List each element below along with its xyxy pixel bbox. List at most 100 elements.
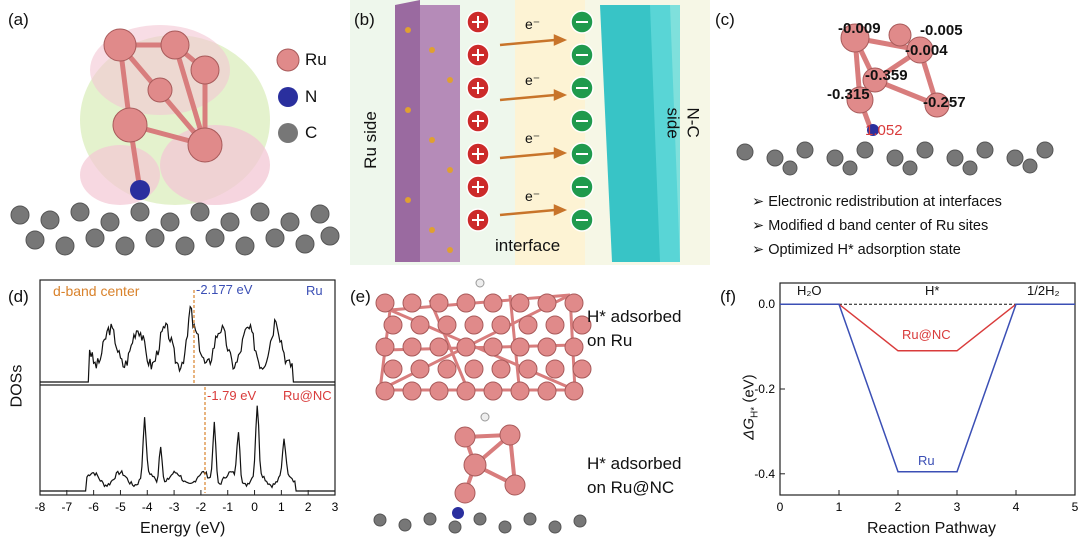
x-tick-label: 3 <box>954 500 961 514</box>
x-tick-label: -1 <box>222 500 233 514</box>
interface-schematic <box>350 0 710 265</box>
legend-n: N <box>305 87 318 106</box>
ru-atom <box>510 337 530 357</box>
ru-atom <box>402 381 422 401</box>
ru-atom <box>537 293 557 313</box>
panel-label-e: (e) <box>350 287 371 306</box>
ru-dos-name: Ru <box>306 283 323 298</box>
ru-atom <box>429 381 449 401</box>
charge-label: -0.315 <box>827 86 870 103</box>
x-tick-label: 5 <box>1072 500 1079 514</box>
x-tick-label: 0 <box>777 500 784 514</box>
caption-line: H* adsorbed <box>587 307 682 326</box>
y-tick-label: 0.0 <box>758 297 775 311</box>
caption-line: H* adsorbed <box>587 454 682 473</box>
ru-atom <box>429 337 449 357</box>
state-label-hstar: H* <box>925 283 940 298</box>
legend-ru: Ru <box>305 50 327 69</box>
ru-atom <box>383 359 403 379</box>
dband-center-label: d-band center <box>53 283 140 299</box>
caption-h-on-runc: H* adsorbed on Ru@NC <box>587 452 682 500</box>
series-label-runc: Ru@NC <box>902 327 951 342</box>
charge-label: -0.009 <box>838 20 881 37</box>
x-tick-label: 4 <box>1013 500 1020 514</box>
x-tick-label: 1 <box>278 500 285 514</box>
negative-charge-icon <box>570 76 594 100</box>
electron-label-4: e⁻ <box>525 188 541 204</box>
x-tick-label: -3 <box>169 500 180 514</box>
key-point: Modified d band center of Ru sites <box>752 214 1002 238</box>
ru-atom <box>545 359 565 379</box>
ru-atom <box>510 381 530 401</box>
ru-atom <box>564 337 584 357</box>
ru-atom <box>491 315 511 335</box>
charge-label: -0.359 <box>865 67 908 84</box>
ru-atom <box>510 293 530 313</box>
key-points-list: Electronic redistribution at interfaces … <box>752 190 1002 262</box>
nc-side-label: N-C side <box>663 107 703 139</box>
n-charge-label: 1.052 <box>865 122 903 139</box>
ru-atom <box>437 359 457 379</box>
negative-charge-icon <box>570 43 594 67</box>
ru-atom <box>483 337 503 357</box>
panel-label-b: (b) <box>354 10 375 29</box>
panel-label-a: (a) <box>8 10 29 29</box>
negative-charge-icon <box>570 175 594 199</box>
panel-a: (a) <box>0 0 345 265</box>
caption-h-on-ru: H* adsorbed on Ru <box>587 305 682 353</box>
ru-atom <box>402 337 422 357</box>
ru-atom <box>483 293 503 313</box>
ru-atom <box>456 381 476 401</box>
electron-label-3: e⁻ <box>525 130 541 146</box>
charge-label: -0.257 <box>923 94 966 111</box>
positive-charge-icon <box>466 76 490 100</box>
ru-atom <box>572 315 592 335</box>
series-line-ru <box>780 303 1075 473</box>
x-tick-label: -6 <box>88 500 99 514</box>
electron-label-1: e⁻ <box>525 16 541 32</box>
positive-charge-icon <box>466 10 490 34</box>
electron-label-2: e⁻ <box>525 72 541 88</box>
ru-atom <box>518 359 538 379</box>
positive-charge-icon <box>466 208 490 232</box>
key-point: Electronic redistribution at interfaces <box>752 190 1002 214</box>
ru-atom <box>537 381 557 401</box>
ru-cluster-charge-density-image <box>10 25 340 256</box>
ru-nc-cluster-image <box>736 23 1054 176</box>
legend-c: C <box>305 123 318 142</box>
panel-label-f: (f) <box>720 287 737 306</box>
ru-atom <box>491 359 511 379</box>
positive-charge-icon <box>466 109 490 133</box>
series-label-ru: Ru <box>918 453 935 468</box>
x-tick-label: 0 <box>251 500 258 514</box>
ru-atom <box>545 315 565 335</box>
ru-atom <box>375 337 395 357</box>
interface-label: interface <box>495 236 561 255</box>
dos-xlabel: Energy (eV) <box>140 520 226 537</box>
ru-atom <box>518 315 538 335</box>
f-ylabel-unit: (eV) <box>740 374 758 407</box>
ru-atom <box>464 359 484 379</box>
ru-atom <box>402 293 422 313</box>
ru-atom <box>572 359 592 379</box>
y-tick-label: -0.2 <box>754 382 775 396</box>
state-label-h2: 1/2H₂ <box>1027 283 1060 298</box>
negative-charge-icon <box>570 208 594 232</box>
ru-atom <box>464 315 484 335</box>
ru-atom <box>456 293 476 313</box>
panel-label-c: (c) <box>715 10 735 29</box>
ru-atom <box>483 381 503 401</box>
ru-atom <box>456 337 476 357</box>
ru-atom <box>383 315 403 335</box>
x-tick-label: -2 <box>196 500 207 514</box>
state-label-h2o: H₂O <box>797 283 822 298</box>
f-ylabel-sub: H* <box>749 406 761 418</box>
charge-label: -0.004 <box>905 42 948 59</box>
negative-charge-icon <box>570 10 594 34</box>
ru-dband-value: -2.177 eV <box>196 282 253 297</box>
charge-label: -0.005 <box>920 22 963 39</box>
ru-atom <box>537 337 557 357</box>
